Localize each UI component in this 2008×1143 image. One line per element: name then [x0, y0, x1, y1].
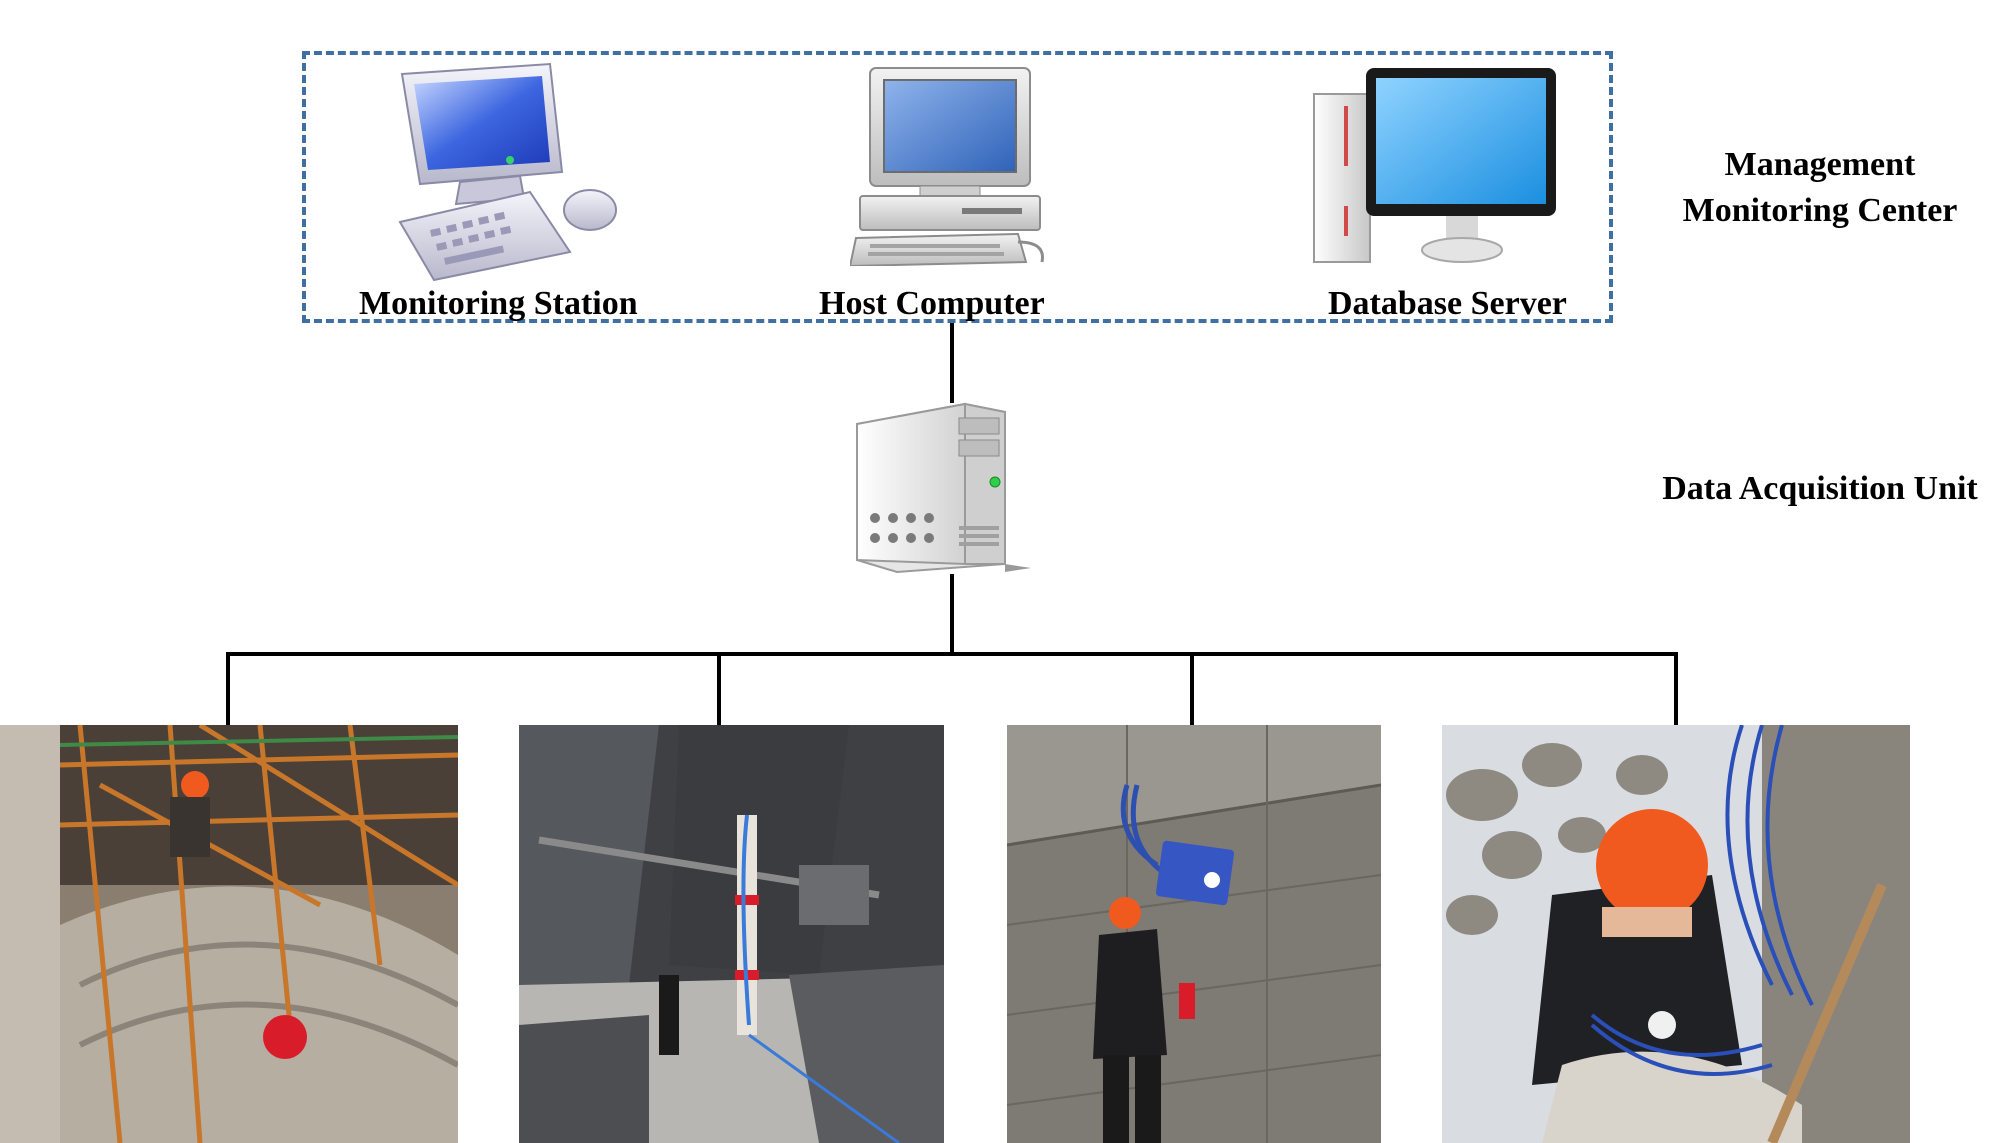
connector-branch-4 — [1674, 652, 1678, 725]
connector-branch-1 — [226, 652, 230, 725]
management-center-label-line2: Monitoring Center — [1682, 192, 1958, 229]
host-computer-label: Host Computer — [819, 285, 1045, 322]
monitoring-station-label: Monitoring Station — [359, 285, 638, 322]
server-with-monitor-icon — [1310, 66, 1560, 271]
connector-branch-3 — [1190, 652, 1194, 725]
management-center-group — [302, 51, 1613, 323]
connector-branch-2 — [717, 652, 721, 725]
sensor-installation-photo — [519, 725, 944, 1143]
desktop-computer-icon — [848, 66, 1050, 268]
database-server-label: Database Server — [1328, 285, 1567, 322]
data-acquisition-unit-label: Data Acquisition Unit — [1662, 470, 1978, 507]
connector-horizontal-bus — [226, 652, 1678, 656]
management-center-label: Management Monitoring Center — [1640, 142, 2000, 234]
connector-center-to-daq — [950, 323, 954, 403]
connector-daq-to-bus — [950, 574, 954, 654]
management-center-label-line1: Management — [1724, 146, 1916, 183]
cable-wiring-photo — [1442, 725, 1910, 1143]
workstation-icon — [390, 62, 620, 282]
scaffolding-tunnel-photo — [0, 725, 458, 1143]
tower-server-icon — [855, 400, 1035, 576]
wall-instrument-photo — [1007, 725, 1381, 1143]
